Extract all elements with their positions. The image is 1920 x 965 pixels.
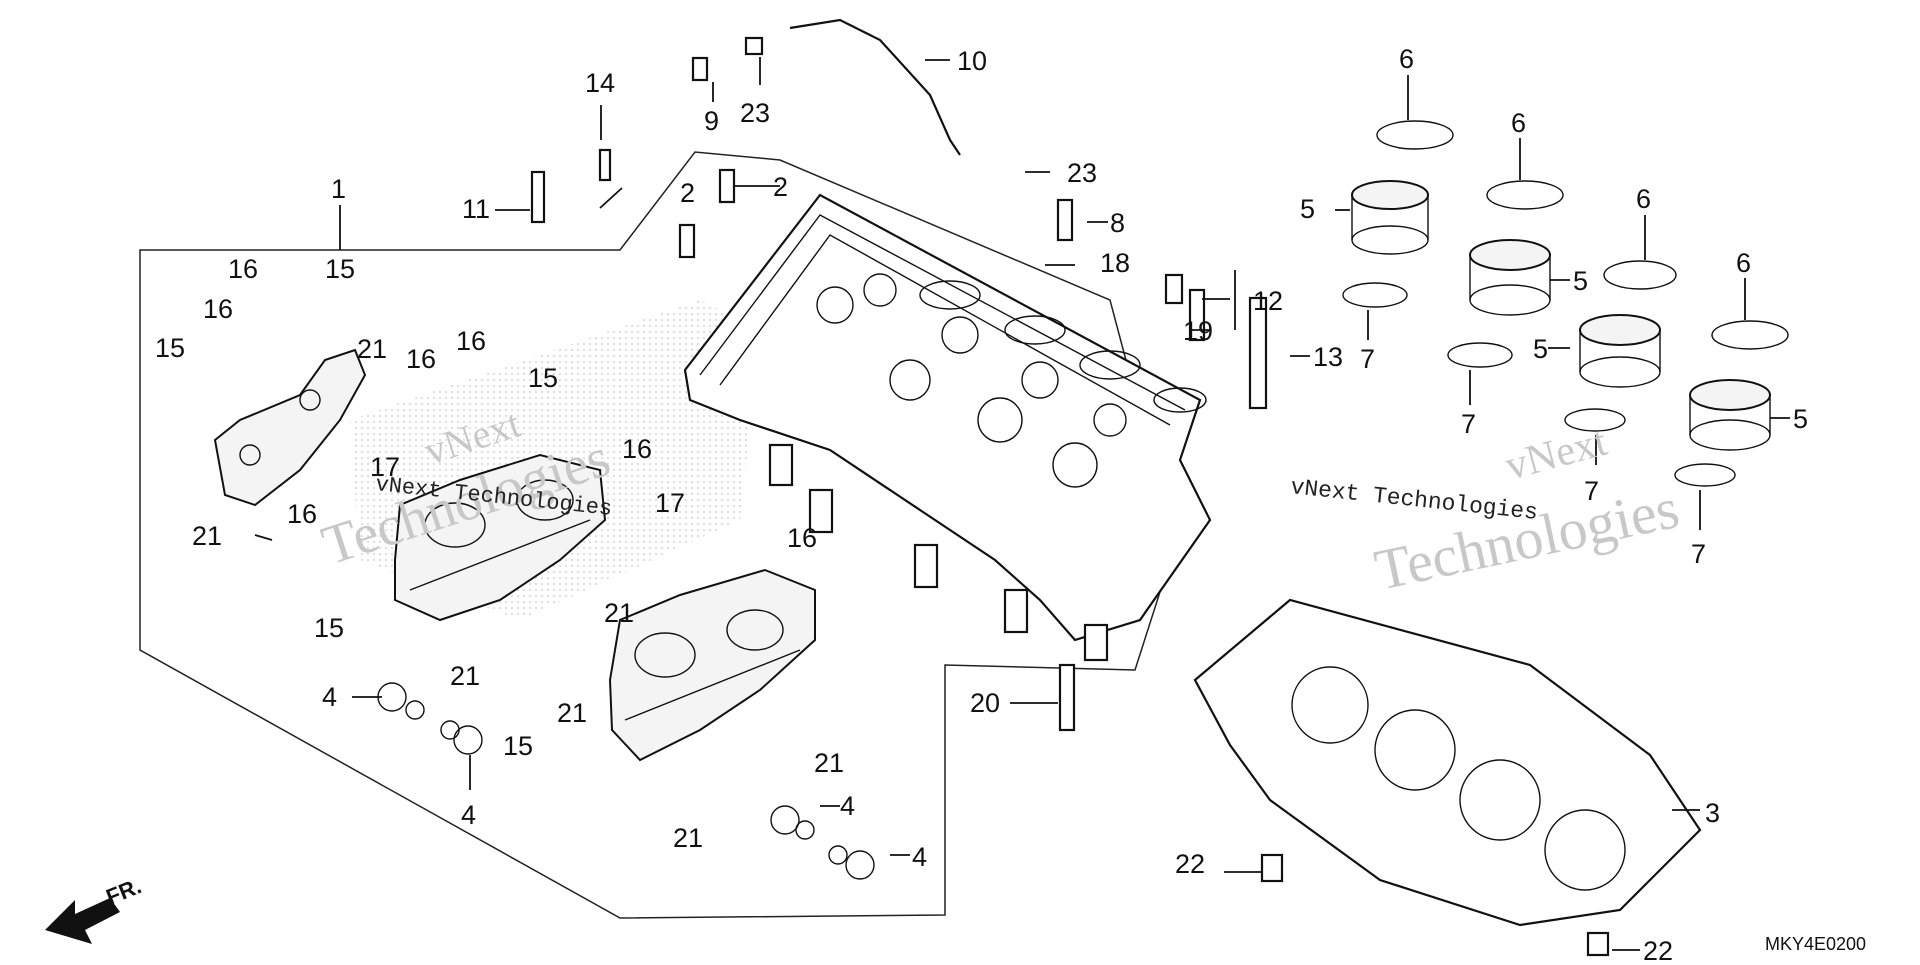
callout-2-right: 2 xyxy=(773,172,788,202)
head-gasket xyxy=(1193,598,1702,927)
callout-18: 18 xyxy=(1100,248,1130,278)
camshaft-holder-right xyxy=(608,568,816,762)
front-direction-arrow: FR. xyxy=(45,873,145,944)
callout-23-b: 23 xyxy=(1067,158,1097,188)
callout-19: 19 xyxy=(1183,316,1213,346)
callout-16-g: 16 xyxy=(787,523,817,553)
clamps xyxy=(1342,120,1789,487)
callout-4-center: 4 xyxy=(461,800,476,830)
callout-16-c: 16 xyxy=(406,344,436,374)
watermark-caption-right: vNext Technologies xyxy=(1289,474,1539,526)
callout-4-left: 4 xyxy=(322,682,337,712)
callout-15-b: 15 xyxy=(155,333,185,363)
callout-6-c: 6 xyxy=(1636,184,1651,214)
callout-21-g: 21 xyxy=(673,823,703,853)
callout-7-d: 7 xyxy=(1691,539,1706,569)
callout-4-bottom: 4 xyxy=(912,842,927,872)
callout-5-b: 5 xyxy=(1573,266,1588,296)
callout-21-a: 21 xyxy=(357,334,387,364)
callout-5-a: 5 xyxy=(1300,194,1315,224)
callout-22-b: 22 xyxy=(1643,936,1673,960)
callout-5-d: 5 xyxy=(1793,404,1808,434)
callout-16-d: 16 xyxy=(456,326,486,356)
callout-12: 12 xyxy=(1253,286,1283,316)
small-parts xyxy=(530,18,1610,957)
callout-5-c: 5 xyxy=(1533,334,1548,364)
callout-23-a: 23 xyxy=(740,98,770,128)
callout-15-a: 15 xyxy=(325,254,355,284)
callout-6-a: 6 xyxy=(1399,44,1414,74)
insulators xyxy=(1351,180,1771,451)
callout-13: 13 xyxy=(1313,342,1343,372)
cam-bores xyxy=(816,273,1207,488)
front-label: FR. xyxy=(103,873,145,909)
callout-17-a: 17 xyxy=(370,452,400,482)
callout-9: 9 xyxy=(704,106,719,136)
callout-21-e: 21 xyxy=(557,698,587,728)
camshaft-holder-left-small xyxy=(213,348,367,507)
callout-2-upper: 2 xyxy=(680,178,695,208)
o-rings xyxy=(377,682,875,880)
callout-3: 3 xyxy=(1705,798,1720,828)
callout-22-a: 22 xyxy=(1175,849,1205,879)
callout-21-c: 21 xyxy=(604,598,634,628)
callout-21-f: 21 xyxy=(814,748,844,778)
callout-15-d: 15 xyxy=(314,613,344,643)
diagram-code: MKY4E0200 xyxy=(1765,934,1866,954)
callout-7-a: 7 xyxy=(1360,344,1375,374)
arrow-left-icon xyxy=(45,898,120,944)
callout-16-b: 16 xyxy=(203,294,233,324)
camshaft-holder-center xyxy=(394,453,607,622)
callout-4-lower: 4 xyxy=(840,791,855,821)
leader-lines xyxy=(254,57,1790,951)
cylinder-head xyxy=(683,193,1212,662)
callout-6-b: 6 xyxy=(1511,108,1526,138)
head-studs xyxy=(768,443,1109,662)
callout-15-c: 15 xyxy=(528,363,558,393)
callout-16-e: 16 xyxy=(622,434,652,464)
callout-14: 14 xyxy=(585,68,615,98)
callout-15-e: 15 xyxy=(503,731,533,761)
callout-21-b: 21 xyxy=(192,521,222,551)
callout-20: 20 xyxy=(970,688,1000,718)
callout-16-a: 16 xyxy=(228,254,258,284)
assembly-outline-1 xyxy=(139,151,1176,919)
callouts: 1 2 2 3 4 4 4 4 5 5 5 5 6 6 6 6 7 7 7 7 … xyxy=(155,44,1808,965)
callout-7-c: 7 xyxy=(1584,476,1599,506)
callout-10: 10 xyxy=(957,46,987,76)
callout-6-d: 6 xyxy=(1736,248,1751,278)
callout-11: 11 xyxy=(462,194,490,224)
callout-21-d: 21 xyxy=(450,661,480,691)
callout-1: 1 xyxy=(331,174,346,204)
callout-8: 8 xyxy=(1110,208,1125,238)
callout-16-f: 16 xyxy=(287,499,317,529)
callout-17-b: 17 xyxy=(655,488,685,518)
callout-7-b: 7 xyxy=(1461,409,1476,439)
